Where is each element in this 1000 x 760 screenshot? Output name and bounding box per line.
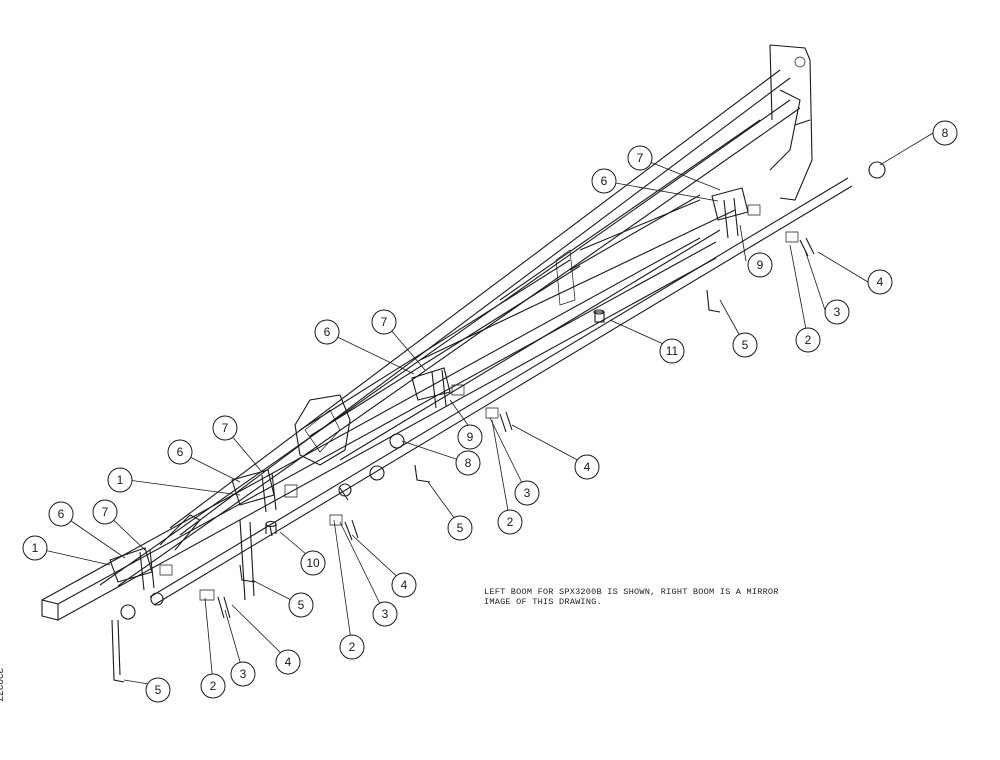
svg-text:7: 7 [381, 315, 388, 329]
svg-text:3: 3 [240, 667, 247, 681]
svg-text:5: 5 [298, 598, 305, 612]
boom-frame [41, 44, 813, 621]
svg-text:5: 5 [155, 683, 162, 697]
svg-text:3: 3 [382, 607, 389, 621]
callout: 9 [457, 424, 483, 450]
callout: 1 [22, 535, 48, 561]
svg-text:6: 6 [177, 445, 184, 459]
svg-text:2: 2 [805, 333, 812, 347]
callout: 7 [371, 309, 397, 335]
callout: 7 [627, 145, 653, 171]
svg-text:4: 4 [877, 275, 884, 289]
callout: 6 [167, 439, 193, 465]
note-line-1: LEFT BOOM FOR SPX3200B IS SHOWN, RIGHT B… [484, 587, 779, 597]
callout: 11 [659, 338, 685, 364]
svg-text:5: 5 [742, 338, 749, 352]
callout: 2 [339, 634, 365, 660]
callout: 5 [447, 515, 473, 541]
callout: 8 [455, 450, 481, 476]
svg-text:8: 8 [465, 456, 472, 470]
callout: 3 [824, 299, 850, 325]
callout-bubbles: 8 7 6 9 4 3 2 5 11 6 7 9 8 4 3 2 5 7 6 1… [22, 120, 958, 703]
svg-text:7: 7 [637, 151, 644, 165]
clamp-station-1 [109, 547, 231, 683]
callout: 6 [591, 168, 617, 194]
callout: 5 [145, 677, 171, 703]
svg-text:6: 6 [58, 507, 65, 521]
callout: 4 [275, 649, 301, 675]
clamp-station-2 [231, 465, 385, 583]
note-line-2: IMAGE OF THIS DRAWING. [484, 597, 602, 607]
callout: 10 [300, 550, 326, 576]
clamp-station-3 [389, 367, 513, 483]
svg-text:4: 4 [285, 655, 292, 669]
callout: 6 [314, 319, 340, 345]
svg-text:6: 6 [601, 174, 608, 188]
callout: 4 [574, 454, 600, 480]
svg-text:6: 6 [324, 325, 331, 339]
callout: 8 [932, 120, 958, 146]
callout: 3 [372, 601, 398, 627]
svg-text:11: 11 [666, 344, 679, 358]
svg-text:2: 2 [507, 515, 514, 529]
callout: 7 [212, 415, 238, 441]
svg-text:2: 2 [349, 640, 356, 654]
leader-lines [34, 132, 934, 686]
drawing-number: 320277 [0, 668, 4, 702]
svg-text:9: 9 [467, 430, 474, 444]
callout: 7 [92, 499, 118, 525]
svg-text:1: 1 [117, 473, 124, 487]
callout: 3 [230, 661, 256, 687]
callout: 4 [867, 269, 893, 295]
callout: 3 [514, 480, 540, 506]
spray-pipe [149, 177, 853, 606]
svg-text:4: 4 [584, 460, 591, 474]
callout: 2 [497, 509, 523, 535]
svg-text:2: 2 [210, 679, 217, 693]
svg-text:3: 3 [524, 486, 531, 500]
callout: 9 [747, 252, 773, 278]
svg-text:3: 3 [834, 305, 841, 319]
callout: 1 [107, 467, 133, 493]
svg-text:1: 1 [32, 541, 39, 555]
callout: 5 [732, 332, 758, 358]
svg-text:9: 9 [757, 258, 764, 272]
svg-text:4: 4 [401, 578, 408, 592]
clamp-station-4 [706, 161, 886, 313]
svg-text:10: 10 [306, 556, 320, 570]
callout: 2 [200, 673, 226, 699]
svg-text:7: 7 [102, 505, 109, 519]
callout: 2 [795, 327, 821, 353]
callout: 5 [288, 592, 314, 618]
callout: 4 [391, 572, 417, 598]
svg-text:7: 7 [222, 421, 229, 435]
svg-text:5: 5 [457, 521, 464, 535]
callout: 6 [48, 501, 74, 527]
svg-text:8: 8 [942, 126, 949, 140]
drawing-note: LEFT BOOM FOR SPX3200B IS SHOWN, RIGHT B… [484, 587, 864, 607]
